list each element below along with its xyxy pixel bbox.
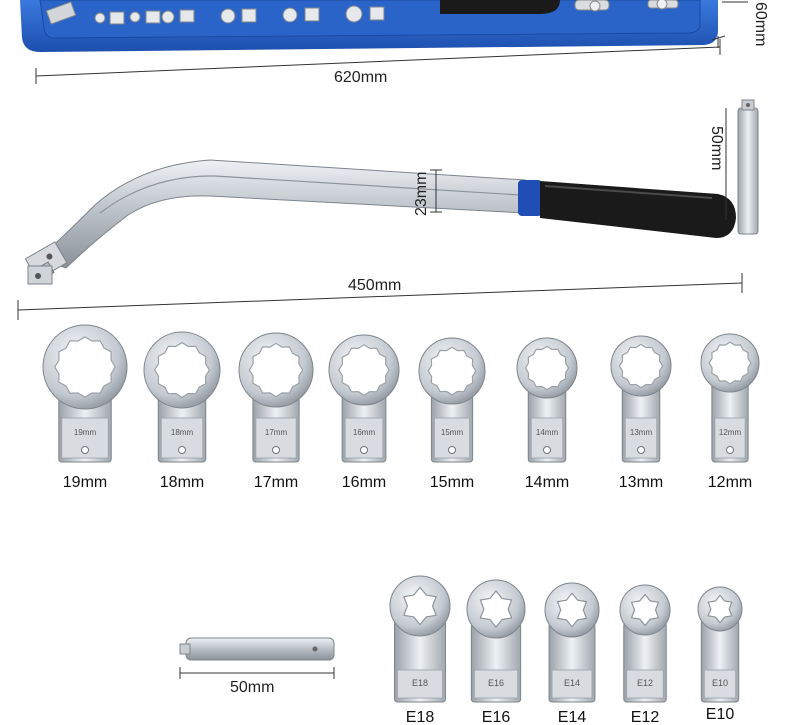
ring-wrench-stamp: 14mm [536, 428, 559, 437]
extension-bar-lower [179, 637, 335, 661]
case-height-dimension [711, 1, 748, 48]
ring-wrench-13mm: 13mm 13mm [610, 335, 672, 491]
ring-wrench-stamp: 17mm [265, 428, 288, 437]
handle-length-label: 450mm [348, 277, 401, 294]
ring-wrench-stamp: 13mm [630, 428, 653, 437]
ring-wrench-row: 19mm19mm18mm18mm17mm17mm16mm16mm15mm15mm… [42, 324, 760, 491]
handle-width-dimension [430, 169, 442, 213]
torx-socket-stamp: E10 [712, 678, 728, 688]
extension-bar-upper [737, 99, 759, 235]
handle-width-label: 23mm [413, 172, 430, 216]
torx-socket-stamp: E12 [637, 678, 653, 688]
ring-wrench-14mm: 14mm 14mm [516, 337, 578, 491]
torx-socket-label: E16 [482, 709, 511, 725]
extension-bar-upper-label: 50mm [708, 126, 725, 170]
ring-wrench-19mm: 19mm 19mm [42, 324, 128, 491]
ring-wrench-label: 17mm [254, 474, 298, 491]
torx-socket-stamp: E14 [564, 678, 580, 688]
ring-wrench-17mm: 17mm 17mm [238, 332, 314, 491]
handle-length-dimension [17, 273, 743, 320]
ring-wrench-15mm: 15mm 15mm [418, 337, 486, 491]
torx-socket-stamp: E18 [412, 678, 428, 688]
case-height-label: 60mm [752, 2, 769, 46]
ring-wrench-label: 15mm [430, 474, 474, 491]
case-length-label: 620mm [334, 69, 387, 86]
torx-socket-label: E12 [631, 709, 660, 725]
ring-wrench-12mm: 12mm 12mm [700, 333, 760, 491]
ring-wrench-label: 16mm [342, 474, 386, 491]
tool-case [20, 0, 718, 52]
ring-wrench-stamp: 16mm [353, 428, 376, 437]
extension-bar-lower-dimension [179, 667, 335, 679]
ring-wrench-18mm: 18mm 18mm [143, 331, 221, 491]
ring-wrench-stamp: 18mm [171, 428, 194, 437]
torx-socket-label: E10 [706, 706, 735, 723]
ring-wrench-label: 14mm [525, 474, 569, 491]
extension-bar-lower-label: 50mm [230, 679, 274, 696]
ring-wrench-16mm: 16mm 16mm [328, 334, 400, 491]
torx-socket-label: E14 [558, 709, 587, 725]
ring-wrench-stamp: 15mm [441, 428, 464, 437]
ring-wrench-label: 13mm [619, 474, 663, 491]
case-length-dimension [35, 39, 721, 84]
ring-wrench-label: 19mm [63, 474, 107, 491]
torx-socket-label: E18 [406, 709, 435, 725]
ring-wrench-stamp: 12mm [719, 428, 742, 437]
ring-wrench-label: 12mm [708, 474, 752, 491]
ring-wrench-stamp: 19mm [74, 428, 97, 437]
ring-wrench-label: 18mm [160, 474, 204, 491]
bent-handle [24, 159, 736, 285]
torx-socket-stamp: E16 [488, 678, 504, 688]
